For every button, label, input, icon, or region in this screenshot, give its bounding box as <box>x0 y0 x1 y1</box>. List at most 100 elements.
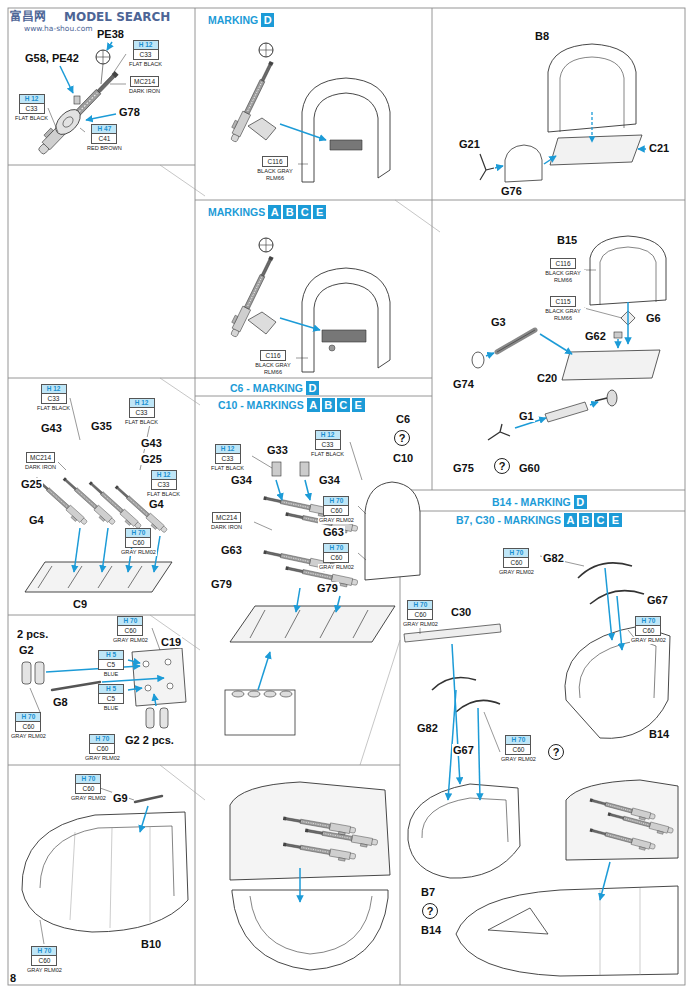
gun-bay-illustration <box>280 691 292 697</box>
marking-letter: D <box>574 495 587 509</box>
marking-heading: B14 - MARKING <box>492 496 571 509</box>
gun-mount-illustration <box>259 43 273 57</box>
nose-illustration <box>605 568 612 640</box>
marking-box: D <box>574 495 587 509</box>
paint-code: H 12 <box>152 471 176 480</box>
assembly-illustration <box>230 782 390 880</box>
callout-box: H 12C33 <box>133 40 159 60</box>
gun-bay-illustration <box>264 691 276 697</box>
marking-letter: C <box>337 398 350 412</box>
cover-illustration <box>550 135 642 165</box>
part-number: G79 <box>210 578 233 590</box>
part-number: C30 <box>450 606 472 618</box>
paint-code: C60 <box>118 626 142 635</box>
paint-callout: C115BLACK GRAY RLM66 <box>540 296 586 321</box>
callout-box: H 47C41 <box>91 124 117 144</box>
marking-box: A <box>307 398 320 412</box>
nose-illustration <box>589 827 656 853</box>
nose-illustration <box>448 568 622 800</box>
cover-illustration <box>590 402 598 405</box>
gun-bay-illustration <box>276 480 282 500</box>
plate-illustration <box>146 708 154 728</box>
cover-illustration <box>590 236 666 305</box>
gun-mount-illustration <box>259 43 273 57</box>
part-number: C10 <box>392 452 414 464</box>
cover-illustration <box>560 57 624 132</box>
paint-code: C116 <box>551 259 575 268</box>
gun-tray-illustration <box>25 562 172 592</box>
part-number: G34 <box>230 474 253 486</box>
callout-box: MC214 <box>130 76 159 87</box>
paint-code: C33 <box>20 104 44 113</box>
color-name: BLACK GRAY RLM66 <box>540 270 586 283</box>
marking-box: B <box>322 398 335 412</box>
paint-callout: MC214DARK IRON <box>24 452 57 471</box>
part-number: B8 <box>534 30 550 42</box>
nose-illustration <box>617 596 622 650</box>
plate-illustration <box>167 683 173 689</box>
paint-code: C60 <box>636 626 660 635</box>
color-name: BLACK GRAY RLM66 <box>250 362 296 375</box>
nose-illustration <box>422 798 508 842</box>
color-name: GRAY RLM02 <box>112 637 149 644</box>
marking-heading: MARKING <box>208 14 258 27</box>
gun-tray-illustration <box>74 528 160 572</box>
paint-code: H 47 <box>92 125 116 134</box>
gun-bay-illustration <box>225 690 295 735</box>
callout-box: H 70C60 <box>503 548 529 568</box>
option-circle: ? <box>394 430 410 446</box>
gun-illustration <box>80 128 85 132</box>
marking-letter: A <box>268 205 281 219</box>
color-name: DARK IRON <box>128 88 161 95</box>
paint-code: C33 <box>152 480 176 489</box>
paint-callout: H 12C33FLAT BLACK <box>210 444 245 472</box>
marking-letter: E <box>352 398 365 412</box>
paint-callout: H 47C41RED BROWN <box>86 124 123 152</box>
callout-box: C116 <box>260 350 286 361</box>
gun-mount-illustration <box>330 140 362 150</box>
cover-illustration <box>497 330 535 352</box>
plate-illustration <box>128 660 140 663</box>
page-number: 8 <box>10 972 16 984</box>
part-number: B14 <box>420 924 442 936</box>
paint-code: C60 <box>408 610 432 619</box>
cover-illustration <box>540 334 572 354</box>
paint-callout: C116BLACK GRAY RLM66 <box>250 350 296 375</box>
paint-callout: H 70C60GRAY RLM02 <box>630 616 667 644</box>
plate-illustration <box>160 708 168 728</box>
paint-code: H 70 <box>504 549 528 558</box>
paint-code: H 70 <box>90 735 114 744</box>
cover-illustration <box>617 339 619 348</box>
plate-illustration <box>154 694 156 706</box>
color-name: FLAT BLACK <box>36 405 71 412</box>
gun-mount-illustration <box>302 78 390 182</box>
nose-illustration <box>478 708 480 800</box>
gun-illustration <box>48 108 58 132</box>
assembly-illustration <box>299 868 301 902</box>
paint-callout: H 12C33FLAT BLACK <box>146 470 181 498</box>
part-number: G9 <box>112 792 129 804</box>
part-number: G79 <box>316 582 339 594</box>
color-name: GRAY RLM02 <box>84 755 121 762</box>
gun-mount-illustration <box>302 268 390 372</box>
callout-box: H 12C33 <box>41 384 67 404</box>
callout-box: H 12C33 <box>151 470 177 490</box>
shell-illustration <box>40 826 174 896</box>
callout-box: H 12C33 <box>215 444 241 464</box>
paint-callout: MC214DARK IRON <box>210 512 243 531</box>
paint-code: C5 <box>99 660 123 669</box>
part-number: G43 <box>140 437 163 449</box>
plate-illustration <box>30 628 160 712</box>
watermark: www.ha-shou.com <box>24 24 93 33</box>
plate-illustration <box>102 678 164 682</box>
paint-callout: MC214DARK IRON <box>128 76 161 95</box>
part-number: G63 <box>322 526 345 538</box>
paint-code: C60 <box>126 538 150 547</box>
color-name: BLACK GRAY RLM66 <box>540 308 586 321</box>
paint-code: MC214 <box>131 77 158 86</box>
cover-illustration <box>480 44 646 182</box>
gun-mount-illustration <box>298 164 308 165</box>
cover-illustration <box>595 398 607 401</box>
shell-illustration <box>140 806 148 832</box>
